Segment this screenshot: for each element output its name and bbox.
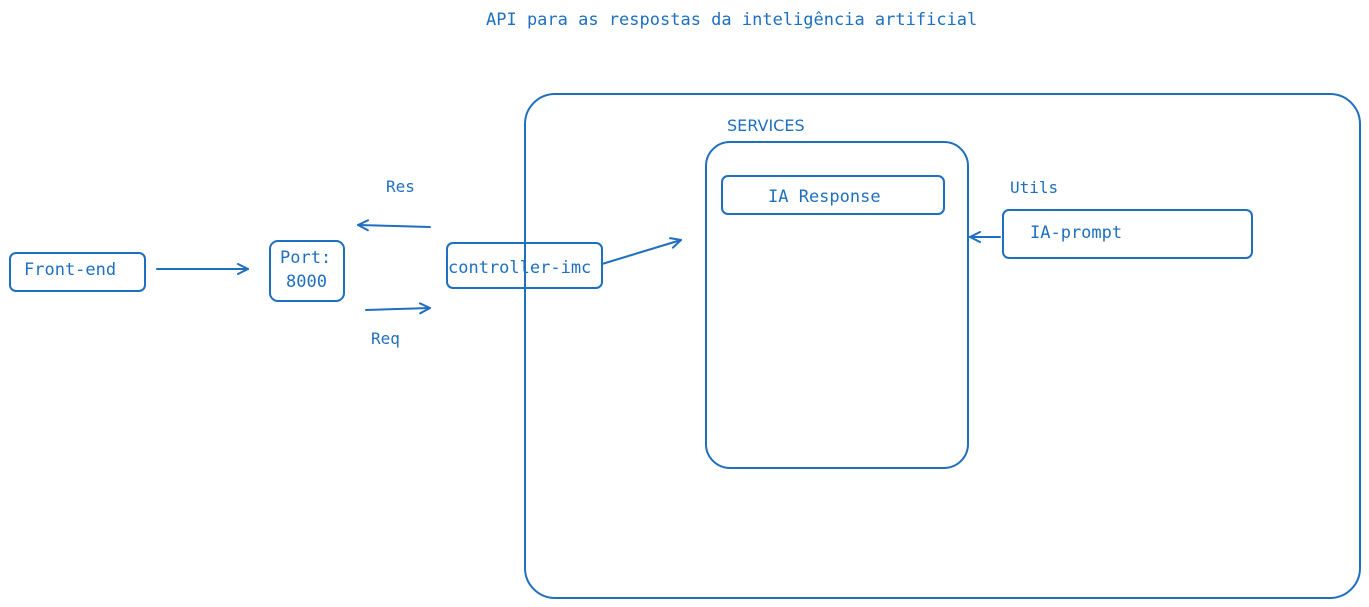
api-container-box (524, 93, 1361, 599)
port-box (269, 240, 345, 302)
services-label: SERVICES (727, 116, 805, 135)
frontend-label: Front-end (24, 260, 117, 280)
port-label-line2: 8000 (286, 272, 327, 292)
diagram-title: API para as respostas da inteligência ar… (486, 10, 978, 30)
ia-prompt-label: IA-prompt (1030, 223, 1123, 243)
ia-prompt-box (1002, 209, 1253, 259)
arrow-res (357, 219, 431, 232)
ia-response-box (721, 175, 945, 215)
controller-box (446, 242, 603, 289)
frontend-box (9, 252, 146, 292)
req-label: Req (371, 329, 400, 348)
utils-label: Utils (1010, 178, 1059, 197)
port-label-line1: Port: (280, 248, 332, 268)
ia-response-label: IA Response (768, 187, 881, 207)
res-label: Res (386, 177, 415, 196)
services-box (705, 141, 969, 469)
arrow-req (365, 302, 431, 315)
arrow-controller-to-services (601, 237, 682, 265)
controller-label: controller-imc (448, 258, 592, 278)
